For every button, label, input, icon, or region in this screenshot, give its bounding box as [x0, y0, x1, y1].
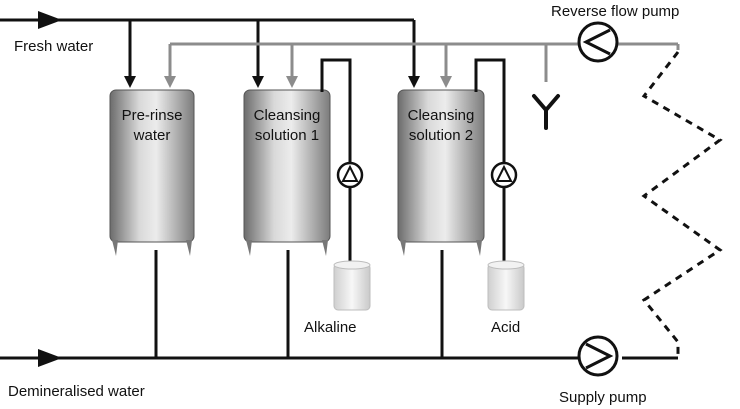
process-pipeline-dashed	[641, 51, 723, 358]
tank-cleansing-solution-2: Cleansing solution 2	[397, 89, 485, 256]
demineralised-water-label: Demineralised water	[8, 383, 145, 400]
demineralised-water-arrow	[38, 349, 62, 367]
tank-cleansing-solution-1: Cleansing solution 1	[243, 89, 331, 256]
alkaline-label: Alkaline	[304, 319, 357, 336]
tank-pre-rinse-line1: Pre-rinse	[122, 107, 183, 124]
tank-cleansing-1-line1: Cleansing	[254, 107, 321, 124]
tank-pre-rinse-line2: water	[133, 127, 171, 144]
alkaline-canister	[333, 260, 371, 311]
reverse-flow-pump-icon	[577, 21, 619, 63]
tank-cleansing-1-line2: solution 1	[255, 127, 319, 144]
supply-pump-icon	[577, 335, 619, 377]
tank-cleansing-2-line1: Cleansing	[408, 107, 475, 124]
spray-nozzle-icon	[532, 94, 560, 130]
fresh-water-drop-arrow-3	[408, 76, 420, 88]
fresh-water-drop-arrow-2	[252, 76, 264, 88]
return-drop-arrow-1	[164, 76, 176, 88]
acid-dosing-line	[474, 58, 506, 262]
tank-outlets	[154, 250, 444, 358]
return-drop-arrow-3	[440, 76, 452, 88]
alkaline-dosing-pump-icon	[336, 161, 364, 189]
fresh-water-arrow	[38, 11, 62, 29]
tank-pre-rinse: Pre-rinse water	[109, 89, 195, 256]
supply-pump-label: Supply pump	[559, 389, 647, 406]
acid-dosing-pump-icon	[490, 161, 518, 189]
acid-label: Acid	[491, 319, 520, 336]
fresh-water-line	[0, 18, 416, 78]
fresh-water-drop-arrow-1	[124, 76, 136, 88]
alkaline-dosing-line	[320, 58, 352, 262]
return-drop-arrow-2	[286, 76, 298, 88]
fresh-water-label: Fresh water	[14, 38, 93, 55]
reverse-flow-pump-label: Reverse flow pump	[551, 3, 679, 20]
acid-canister	[487, 260, 525, 311]
tank-cleansing-2-line2: solution 2	[409, 127, 473, 144]
